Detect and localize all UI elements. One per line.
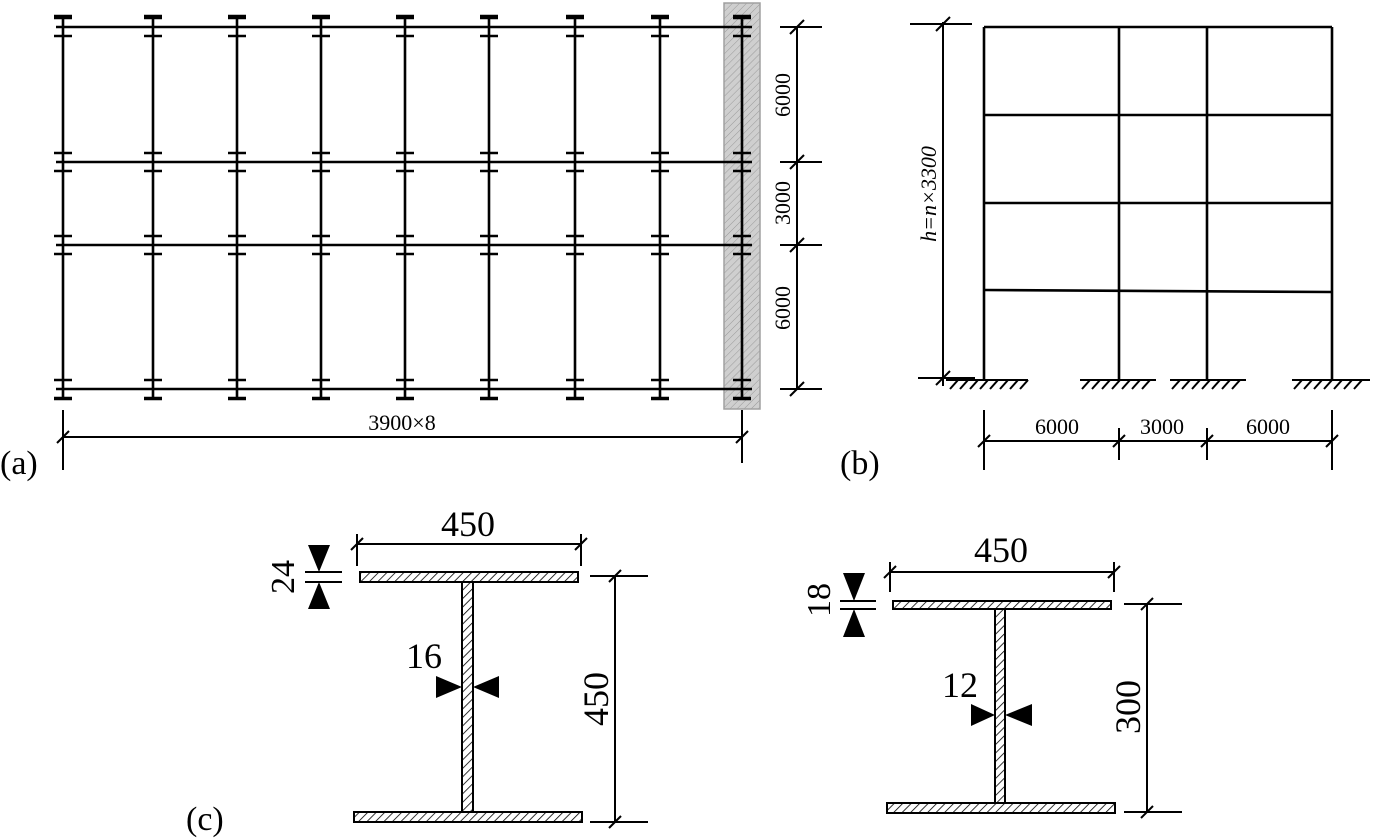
section-left-bottom-flange — [353, 811, 583, 823]
section-left-web — [461, 581, 474, 813]
section-right-bottom-flange — [886, 802, 1116, 814]
elevation-dim-bottom-1: 6000 — [1035, 414, 1079, 439]
panel-c-label: (c) — [186, 801, 224, 838]
plan-dim-right-1: 6000 — [770, 73, 795, 117]
section-left-depth: 450 — [576, 672, 616, 726]
section-left-flange: 24 — [265, 560, 302, 594]
section-right-top-flange — [892, 600, 1112, 610]
panel-b-elevation: h=n×3300 6000 3000 6000 (b) — [840, 16, 1370, 482]
elevation-dim-bottom-2: 3000 — [1140, 414, 1184, 439]
fixed-supports — [946, 379, 1370, 390]
panel-b-label: (b) — [840, 445, 880, 482]
section-left: 450 24 16 450 — [265, 504, 648, 829]
section-left-width: 450 — [441, 504, 495, 544]
elevation-frame — [982, 25, 1334, 380]
section-right-width: 450 — [974, 530, 1028, 570]
panel-a-label: (a) — [0, 445, 38, 482]
section-right-depth: 300 — [1108, 680, 1148, 734]
plan-dim-total: 3900×8 — [368, 410, 435, 435]
plan-dim-right-2: 3000 — [770, 181, 795, 225]
elevation-height-label: h=n×3300 — [916, 146, 941, 242]
section-right: 450 18 12 300 — [801, 530, 1182, 819]
panel-c-sections: 450 24 16 450 — [186, 504, 1182, 838]
panel-a-plan: 6000 3000 6000 3900×8 (a) — [0, 2, 822, 482]
section-right-web-thickness: 12 — [942, 665, 978, 705]
elevation-height-dimension — [910, 16, 975, 386]
plan-right-dimension — [780, 19, 822, 397]
section-left-web-thickness: 16 — [406, 636, 442, 676]
section-right-flange: 18 — [801, 583, 838, 617]
plan-bottom-dimension — [56, 410, 749, 470]
elevation-bottom-dimension — [977, 410, 1339, 470]
plan-dim-right-3: 6000 — [770, 286, 795, 330]
elevation-dim-bottom-3: 6000 — [1246, 414, 1290, 439]
section-left-top-flange — [359, 571, 579, 583]
section-right-web — [994, 608, 1006, 804]
plan-grid — [54, 14, 752, 401]
